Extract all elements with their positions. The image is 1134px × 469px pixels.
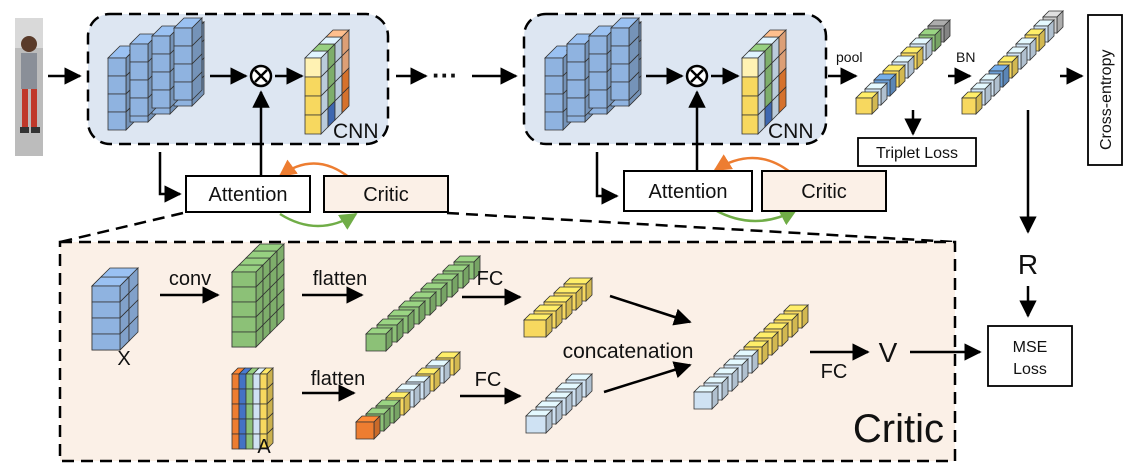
a-feature-map — [231, 367, 274, 450]
arrow-critic-to-attention-orange-2 — [713, 154, 791, 173]
x-label: X — [117, 348, 130, 370]
a-label: A — [257, 436, 271, 458]
triplet-loss-box — [857, 137, 977, 167]
input-person-image — [15, 18, 43, 156]
attended-feature-map-2 — [741, 29, 787, 135]
conv-feature-depth — [231, 243, 285, 348]
loss-label: Loss — [1013, 361, 1047, 378]
fc-label-2: FC — [475, 369, 502, 391]
flatten-label-1: flatten — [313, 268, 367, 290]
bn-vector — [961, 10, 1064, 115]
cnn-label-1: CNN — [333, 120, 379, 143]
flatten-vector-colored — [355, 351, 461, 440]
critic-label-1: Critic — [363, 184, 409, 206]
arrow-critic-to-attention-orange-1 — [278, 159, 351, 179]
ellipsis-label: ··· — [432, 60, 458, 90]
mse-loss-box — [987, 325, 1073, 387]
multiply-node-2 — [685, 64, 709, 88]
arrow-feature-to-attention-1 — [158, 152, 182, 203]
feature-stack-1b-2 — [173, 17, 203, 101]
attention-label-2: Attention — [649, 181, 728, 203]
zoom-line-right — [446, 211, 956, 244]
cnn-label-2: CNN — [768, 120, 814, 143]
v-label: V — [879, 337, 898, 368]
pooled-vector — [855, 19, 951, 115]
arrow-fc2-to-concat — [603, 361, 692, 394]
x-feature-depth — [91, 267, 139, 351]
attended-feature-map-1 — [304, 29, 350, 135]
fc-vector-light-blue — [525, 373, 593, 434]
attention-box-1 — [185, 175, 311, 213]
pool-label: pool — [836, 49, 862, 65]
attention-label-1: Attention — [209, 184, 288, 206]
arrow-feature-to-attention-2 — [595, 152, 619, 205]
cross-entropy-box — [1087, 14, 1123, 166]
conv-label: conv — [169, 268, 211, 290]
critic-label-2: Critic — [801, 181, 847, 203]
flatten-label-2: flatten — [311, 368, 365, 390]
bn-label: BN — [956, 49, 975, 65]
r-label: R — [1018, 249, 1038, 280]
mse-label: MSE — [1013, 339, 1048, 356]
zoom-line-left — [59, 211, 184, 244]
concatenation-label: concatenation — [563, 340, 694, 363]
arrow-attention-to-critic-green-2 — [714, 208, 798, 226]
fc-label-3: FC — [821, 361, 848, 383]
critic-title: Critic — [853, 407, 944, 451]
multiply-node-1 — [249, 64, 273, 88]
arrow-fc1-to-concat — [609, 294, 692, 326]
triplet-loss-label: Triplet Loss — [876, 145, 958, 162]
arrow-attention-to-critic-green-1 — [279, 212, 358, 230]
concatenated-vector — [693, 304, 809, 410]
critic-box-1 — [323, 175, 449, 213]
fc-vector-yellow — [523, 277, 593, 338]
fc-label-1: FC — [477, 268, 504, 290]
attention-box-2 — [623, 170, 753, 212]
cross-entropy-label: Cross-entropy — [1098, 50, 1115, 150]
flatten-vector-green — [365, 255, 481, 352]
feature-stack-2b-2 — [610, 17, 640, 101]
critic-box-2 — [761, 170, 887, 212]
critic-panel — [58, 240, 957, 463]
